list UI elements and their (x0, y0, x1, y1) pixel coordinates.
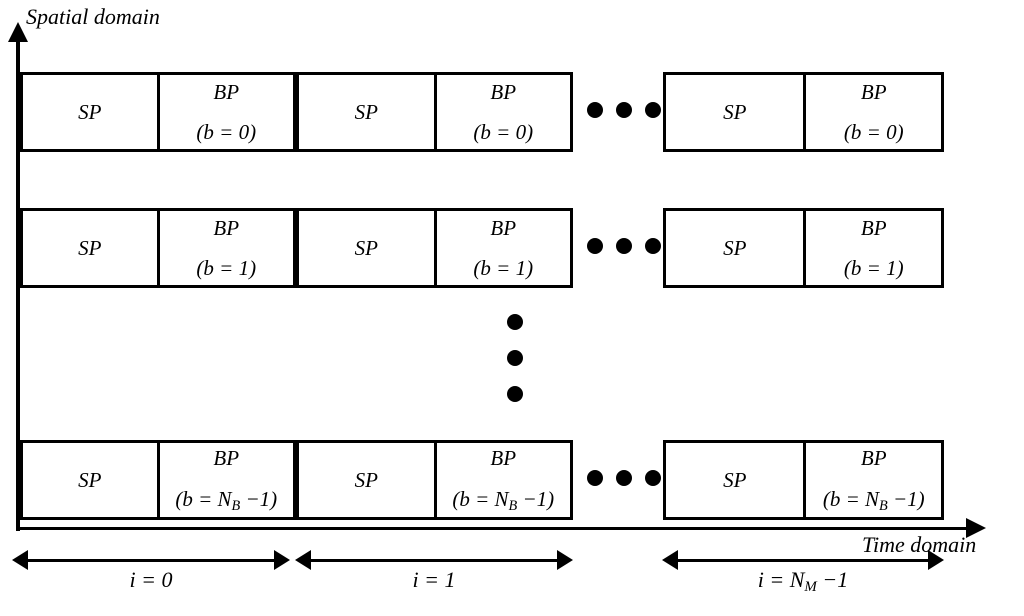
cell-label-primary: SP (354, 235, 378, 260)
range-bar (25, 559, 277, 562)
cell-sp[interactable]: SP (299, 443, 434, 517)
cell-sp[interactable]: SP (666, 211, 803, 285)
cell-label-primary: BP (860, 446, 887, 471)
ellipsis-dot (616, 238, 632, 254)
cell-label-primary: SP (723, 99, 747, 124)
cell-label-secondary: (b = NB −1) (175, 486, 278, 514)
cell-label-primary: SP (723, 235, 747, 260)
arrowhead-left-icon (662, 550, 678, 570)
horizontal-ellipsis (587, 238, 661, 254)
cell-label-primary: SP (354, 467, 378, 492)
cell-label-primary: BP (213, 215, 240, 240)
cell-bp[interactable]: BP (b = NB −1) (433, 443, 571, 517)
range-i0: i = 0 (12, 550, 290, 592)
time-axis-label: Time domain (862, 532, 977, 557)
cell-label-primary: BP (213, 446, 240, 471)
cell-sp[interactable]: SP (666, 75, 803, 149)
range-bar (308, 559, 560, 562)
range-bar (675, 559, 931, 562)
time-axis-line (18, 527, 970, 530)
frame-group-i1[interactable]: SP BP (b = NB −1) (296, 440, 573, 520)
frame-row-b0: SP BP (b = 0) SP BP (b = 0) SP (0, 72, 1024, 152)
frame-row-b1: SP BP (b = 1) SP BP (b = 1) SP (0, 208, 1024, 288)
cell-label-primary: BP (860, 215, 887, 240)
range-label: i = 1 (412, 567, 456, 592)
frame-row-bNB: SP BP (b = NB −1) SP BP (b = NB −1) SP (0, 440, 1024, 520)
cell-label-secondary: (b = 1) (473, 256, 534, 280)
ellipsis-dot (616, 102, 632, 118)
cell-sp[interactable]: SP (666, 443, 803, 517)
cell-label-secondary: (b = NB −1) (822, 486, 925, 514)
arrowhead-right-icon (557, 550, 573, 570)
range-i1: i = 1 (295, 550, 573, 592)
arrowhead-right-icon (274, 550, 290, 570)
frame-group-iNM[interactable]: SP BP (b = 0) (663, 72, 944, 152)
cell-label-primary: SP (354, 99, 378, 124)
ellipsis-dot (587, 102, 603, 118)
frame-group-i1[interactable]: SP BP (b = 1) (296, 208, 573, 288)
cell-bp[interactable]: BP (b = NB −1) (156, 443, 294, 517)
cell-label-secondary: (b = 0) (843, 120, 904, 144)
cell-sp[interactable]: SP (299, 211, 434, 285)
ellipsis-dot (645, 238, 661, 254)
cell-label-secondary: (b = 1) (843, 256, 904, 280)
ellipsis-dot (616, 470, 632, 486)
cell-label-primary: SP (78, 99, 102, 124)
cell-bp[interactable]: BP (b = 1) (156, 211, 294, 285)
frame-group-i0[interactable]: SP BP (b = 0) (20, 72, 296, 152)
cell-bp[interactable]: BP (b = 0) (803, 75, 941, 149)
cell-label-primary: BP (490, 215, 517, 240)
horizontal-ellipsis (587, 102, 661, 118)
range-label: i = NM −1 (757, 567, 849, 596)
arrowhead-right-icon (928, 550, 944, 570)
ellipsis-dot (645, 102, 661, 118)
ellipsis-dot (587, 238, 603, 254)
cell-label-primary: BP (490, 79, 517, 104)
cell-bp[interactable]: BP (b = 1) (433, 211, 571, 285)
spatial-axis-line (16, 36, 20, 531)
time-axis-arrowhead-icon (966, 518, 986, 538)
cell-label-primary: BP (490, 446, 517, 471)
cell-label-primary: SP (78, 467, 102, 492)
horizontal-ellipsis (587, 470, 661, 486)
cell-label-primary: SP (723, 467, 747, 492)
frame-group-i1[interactable]: SP BP (b = 0) (296, 72, 573, 152)
spatial-axis-label: Spatial domain (26, 4, 160, 29)
range-iNM: i = NM −1 (662, 550, 944, 595)
range-label: i = 0 (129, 567, 173, 592)
frame-group-iNM[interactable]: SP BP (b = NB −1) (663, 440, 944, 520)
cell-label-secondary: (b = NB −1) (452, 486, 555, 514)
arrowhead-left-icon (295, 550, 311, 570)
ellipsis-dot (507, 350, 523, 366)
cell-bp[interactable]: BP (b = 1) (803, 211, 941, 285)
spatial-axis-arrowhead-icon (8, 22, 28, 42)
frame-group-i0[interactable]: SP BP (b = 1) (20, 208, 296, 288)
cell-label-primary: SP (78, 235, 102, 260)
cell-bp[interactable]: BP (b = 0) (156, 75, 294, 149)
ellipsis-dot (587, 470, 603, 486)
cell-bp[interactable]: BP (b = 0) (433, 75, 571, 149)
cell-label-secondary: (b = 1) (196, 256, 257, 280)
arrowhead-left-icon (12, 550, 28, 570)
cell-label-primary: BP (213, 79, 240, 104)
frame-group-i0[interactable]: SP BP (b = NB −1) (20, 440, 296, 520)
cell-bp[interactable]: BP (b = NB −1) (803, 443, 941, 517)
vertical-ellipsis (507, 314, 523, 402)
ellipsis-dot (507, 314, 523, 330)
cell-label-secondary: (b = 0) (196, 120, 257, 144)
cell-label-primary: BP (860, 79, 887, 104)
cell-sp[interactable]: SP (23, 211, 157, 285)
cell-sp[interactable]: SP (299, 75, 434, 149)
ellipsis-dot (645, 470, 661, 486)
cell-label-secondary: (b = 0) (473, 120, 534, 144)
ellipsis-dot (507, 386, 523, 402)
frame-group-iNM[interactable]: SP BP (b = 1) (663, 208, 944, 288)
cell-sp[interactable]: SP (23, 75, 157, 149)
cell-sp[interactable]: SP (23, 443, 157, 517)
